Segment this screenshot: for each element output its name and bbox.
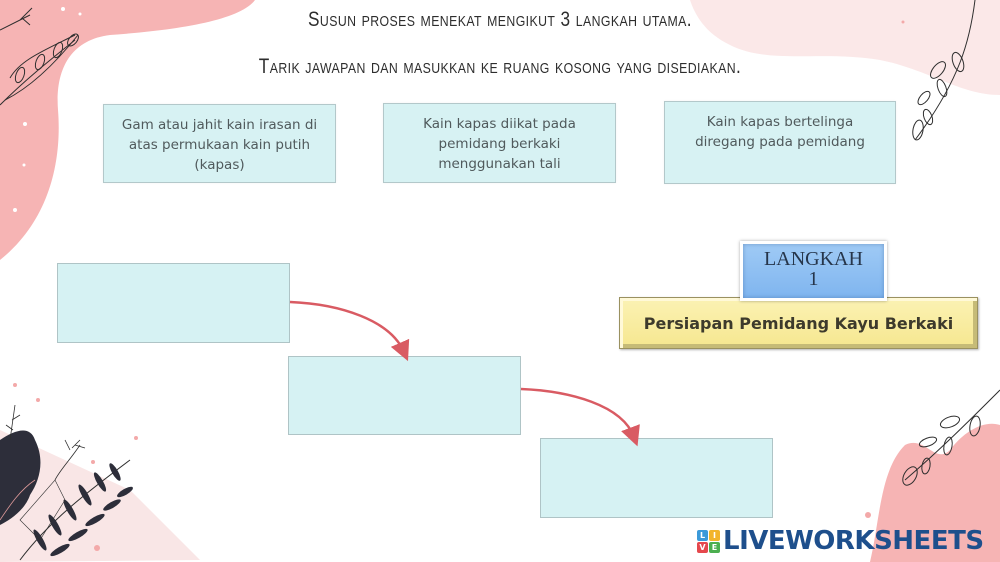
pink-blob-bottom-left [0, 430, 200, 562]
drop-slot-1[interactable] [57, 263, 290, 343]
instruction-line-1: Susun proses menekat mengikut 3 langkah … [308, 8, 692, 31]
drop-slot-2[interactable] [288, 356, 521, 435]
instruction-line-2: Tarik jawapan dan masukkan ke ruang koso… [258, 55, 742, 78]
sprig-top-right [912, 0, 976, 141]
step-badge: LANGKAH 1 [740, 241, 887, 301]
sprig-bottom-right [902, 389, 1000, 486]
answer-card-text: (kapas) [194, 157, 245, 173]
brand-name: LIVEWORKSHEETS [723, 526, 984, 556]
step-title: Persiapan Pemidang Kayu Berkaki [619, 297, 978, 349]
answer-card-text: atas permukaan kain putih [128, 137, 311, 153]
answer-card-text: diregang pada pemidang [695, 134, 865, 150]
liveworksheets-logo[interactable]: L I V E LIVEWORKSHEETS [697, 526, 984, 556]
answer-card-text: Kain kapas bertelinga [706, 114, 854, 130]
step-label: LANGKAH [764, 248, 863, 270]
answer-card-text: pemidang berkaki [438, 136, 561, 152]
live-logo-icon: L I V E [697, 529, 720, 553]
arrow-1-to-2-icon [289, 300, 410, 362]
answer-card-text: Gam atau jahit kain irasan di [121, 117, 318, 133]
step-number: 1 [808, 268, 819, 290]
sprig-top-left [0, 7, 79, 106]
answer-card-3[interactable]: Kain kapas bertelinga diregang pada pemi… [664, 101, 896, 184]
answer-card-2[interactable]: Kain kapas diikat pada pemidang berkaki … [383, 103, 616, 183]
answer-card-text: menggunakan tali [438, 156, 561, 172]
arrow-2-to-3-icon [520, 387, 640, 447]
answer-card-1[interactable]: Gam atau jahit kain irasan di atas permu… [103, 104, 336, 183]
drop-slot-3[interactable] [540, 438, 773, 518]
answer-card-text: Kain kapas diikat pada [423, 116, 576, 132]
foliage-bottom-left [0, 404, 133, 561]
